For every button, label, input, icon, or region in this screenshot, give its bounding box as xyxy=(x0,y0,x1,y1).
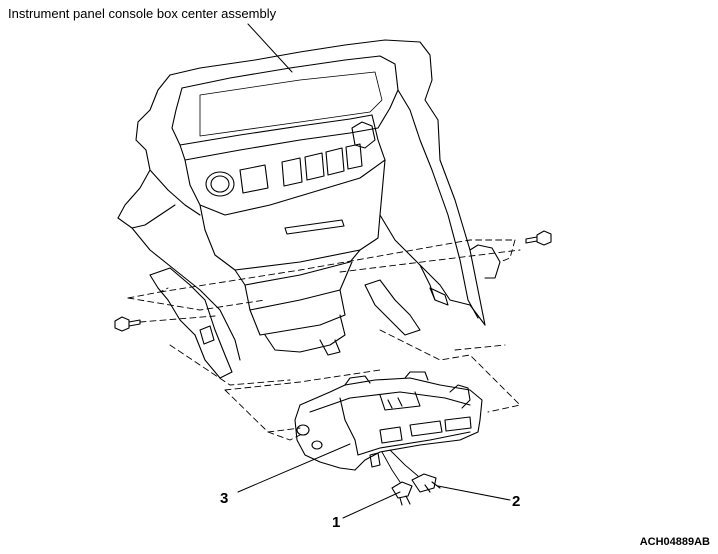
assembly-title-label: Instrument panel console box center asse… xyxy=(8,6,277,21)
callout-1-label: 1 xyxy=(332,514,341,531)
figure-code-label: ACH04889AB xyxy=(639,536,710,548)
leader-3 xyxy=(237,443,351,493)
connector-1 xyxy=(391,481,413,506)
lower-unit-assembly xyxy=(294,371,483,471)
leader-lines xyxy=(237,23,511,519)
leader-2 xyxy=(437,485,511,501)
mounting-screw-left xyxy=(114,316,141,332)
connector-2 xyxy=(411,473,441,493)
leader-title xyxy=(247,23,293,73)
mounting-screw-right xyxy=(525,230,552,246)
leader-1 xyxy=(342,491,401,519)
harness-wires xyxy=(381,449,419,483)
callout-2-label: 2 xyxy=(512,493,521,510)
assembly-guide-dashed-lines xyxy=(127,239,521,441)
callout-3-label: 3 xyxy=(220,490,229,507)
console-box-center-assembly xyxy=(117,39,501,379)
